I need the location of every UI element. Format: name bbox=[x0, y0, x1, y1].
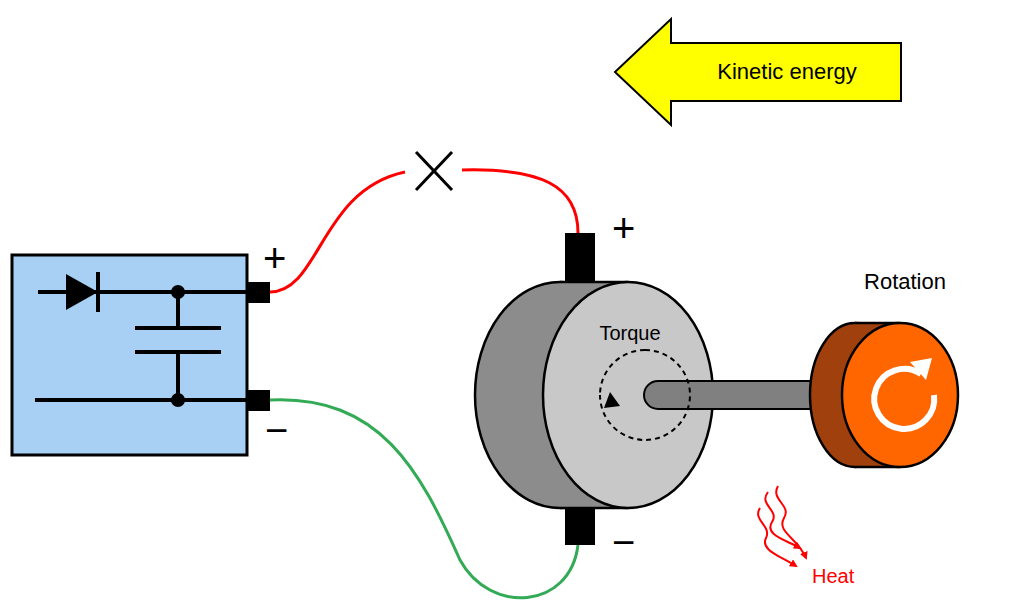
torque-arrowhead bbox=[604, 392, 620, 408]
break-mark bbox=[416, 152, 452, 190]
polarity-sign: + bbox=[612, 208, 635, 248]
motor-terminal bbox=[565, 505, 595, 545]
positive-wire bbox=[462, 170, 578, 233]
polarity-sign: − bbox=[612, 522, 635, 562]
polarity-sign: + bbox=[263, 238, 286, 278]
heat-label: Heat bbox=[812, 566, 854, 586]
positive-wire bbox=[270, 172, 405, 292]
rotation-arrowhead bbox=[910, 358, 932, 380]
diode-symbol bbox=[66, 274, 98, 310]
junction-dot bbox=[171, 285, 185, 299]
polarity-sign: − bbox=[265, 410, 288, 450]
text-holder: Rotation bbox=[820, 268, 990, 296]
node-label: Kinetic energy bbox=[717, 59, 856, 85]
node-shape bbox=[470, 280, 715, 510]
diode-capacitor-symbol bbox=[35, 272, 247, 400]
text-holder: Kinetic energy bbox=[671, 43, 903, 101]
text-holder: Torque bbox=[570, 320, 690, 346]
torque-circle bbox=[600, 350, 690, 440]
node-label: Torque bbox=[599, 322, 660, 345]
terminal bbox=[247, 282, 270, 303]
junction-dot bbox=[171, 393, 185, 407]
node-label: Rotation bbox=[864, 269, 946, 295]
energy-arrow bbox=[615, 19, 901, 125]
flywheel-face bbox=[842, 323, 958, 467]
heat-waves bbox=[758, 486, 806, 566]
terminal bbox=[247, 390, 270, 411]
torque-circle bbox=[600, 350, 645, 395]
flywheel-node: Rotation bbox=[820, 262, 990, 472]
rectifier-box bbox=[12, 255, 247, 455]
motor-node: Torque bbox=[470, 280, 715, 510]
motor-shaft bbox=[644, 381, 830, 409]
energy-arrow-node: Kinetic energy bbox=[613, 17, 903, 127]
motor-terminal bbox=[565, 233, 595, 285]
